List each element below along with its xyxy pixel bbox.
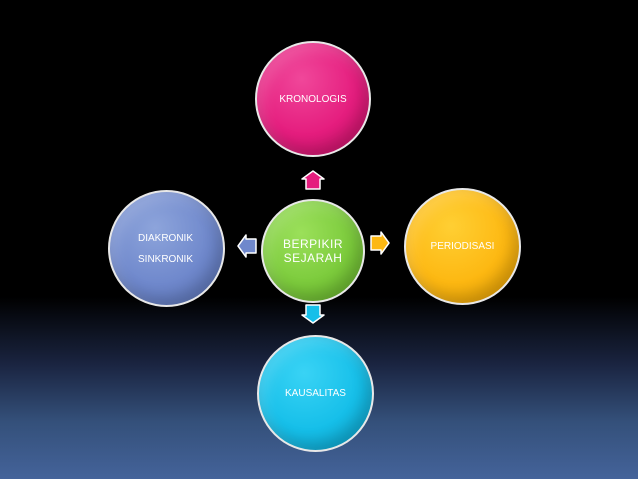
arrow-left-icon	[237, 234, 257, 258]
arrow-right-shape	[370, 231, 390, 255]
arrow-down-shape	[301, 304, 325, 324]
sinkronik-label: SINKRONIK	[138, 253, 194, 265]
berpikir-sejarah-node: BERPIKIR SEJARAH	[261, 199, 365, 303]
kronologis-label: KRONOLOGIS	[279, 93, 347, 105]
arrow-up-shape	[301, 170, 325, 190]
arrow-down-icon	[301, 304, 325, 324]
center-label-line2: SEJARAH	[283, 251, 343, 265]
kausalitas-label: KAUSALITAS	[285, 388, 346, 399]
diakronik-label: DIAKRONIK	[138, 232, 194, 244]
diakronik-sinkronik-node: DIAKRONIK SINKRONIK	[108, 190, 225, 307]
arrow-up-icon	[301, 170, 325, 190]
periodisasi-label: PERIODISASI	[430, 241, 495, 252]
arrow-right-icon	[370, 231, 390, 255]
center-label-line1: BERPIKIR	[282, 237, 343, 251]
kausalitas-node: KAUSALITAS	[257, 335, 374, 452]
periodisasi-node: PERIODISASI	[404, 188, 521, 305]
kronologis-node: KRONOLOGIS	[255, 41, 371, 157]
arrow-left-shape	[237, 234, 257, 258]
